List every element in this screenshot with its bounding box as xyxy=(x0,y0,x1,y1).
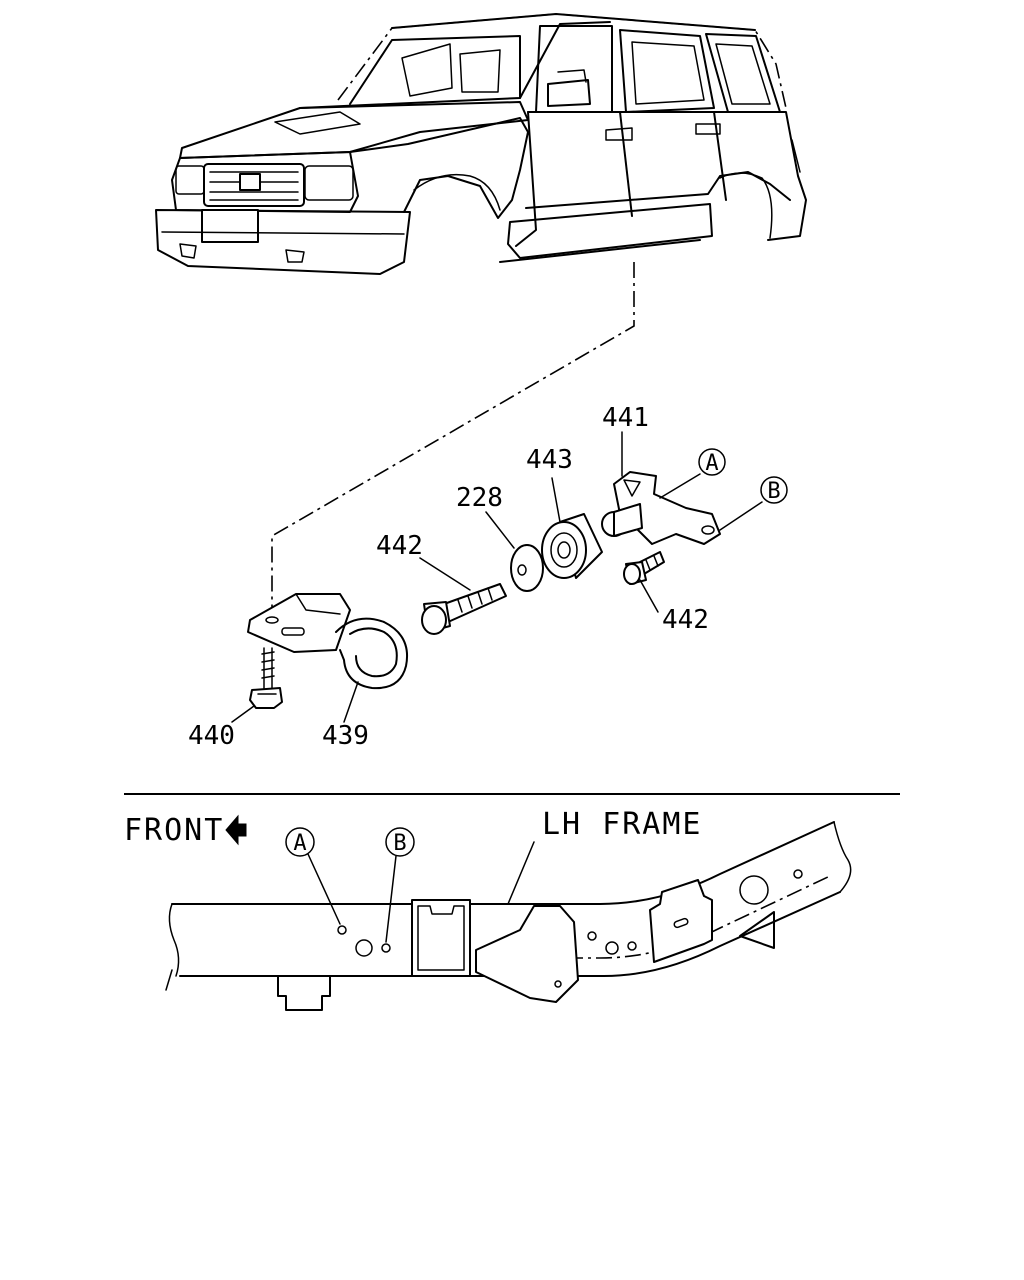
bushing-443 xyxy=(541,513,603,579)
left-arrow-icon xyxy=(225,814,247,846)
marker-a-frame: A xyxy=(285,827,315,857)
lh-frame xyxy=(165,821,852,1011)
bolt-442-short xyxy=(623,551,665,585)
label-442-upper: 442 xyxy=(376,531,423,561)
label-441: 441 xyxy=(602,403,649,433)
washer-228 xyxy=(510,544,544,592)
label-439: 439 xyxy=(322,721,369,751)
frame-label: LH FRAME xyxy=(542,807,703,842)
hole-a xyxy=(337,925,347,935)
bracket-441 xyxy=(601,471,721,545)
bolt-440 xyxy=(249,647,283,709)
hole-b xyxy=(381,943,391,953)
marker-a-frame-text: A xyxy=(293,831,306,856)
label-443: 443 xyxy=(526,445,573,475)
license-plate xyxy=(201,209,259,243)
bolt-442-long xyxy=(421,583,507,635)
marker-b-frame-text: B xyxy=(393,831,406,856)
label-228: 228 xyxy=(456,483,503,513)
emblem xyxy=(239,173,261,191)
marker-a-upper: A xyxy=(698,448,726,476)
marker-b-frame: B xyxy=(385,827,415,857)
marker-a-upper-text: A xyxy=(705,451,718,476)
marker-b-upper: B xyxy=(760,476,788,504)
leader-line xyxy=(271,262,635,620)
label-440: 440 xyxy=(188,721,235,751)
vehicle-illustration xyxy=(155,13,807,275)
label-leaders xyxy=(231,431,763,723)
hook-bracket-439 xyxy=(247,593,408,690)
front-label: FRONT xyxy=(124,813,224,848)
marker-b-upper-text: B xyxy=(767,479,780,504)
label-442-lower: 442 xyxy=(662,605,709,635)
